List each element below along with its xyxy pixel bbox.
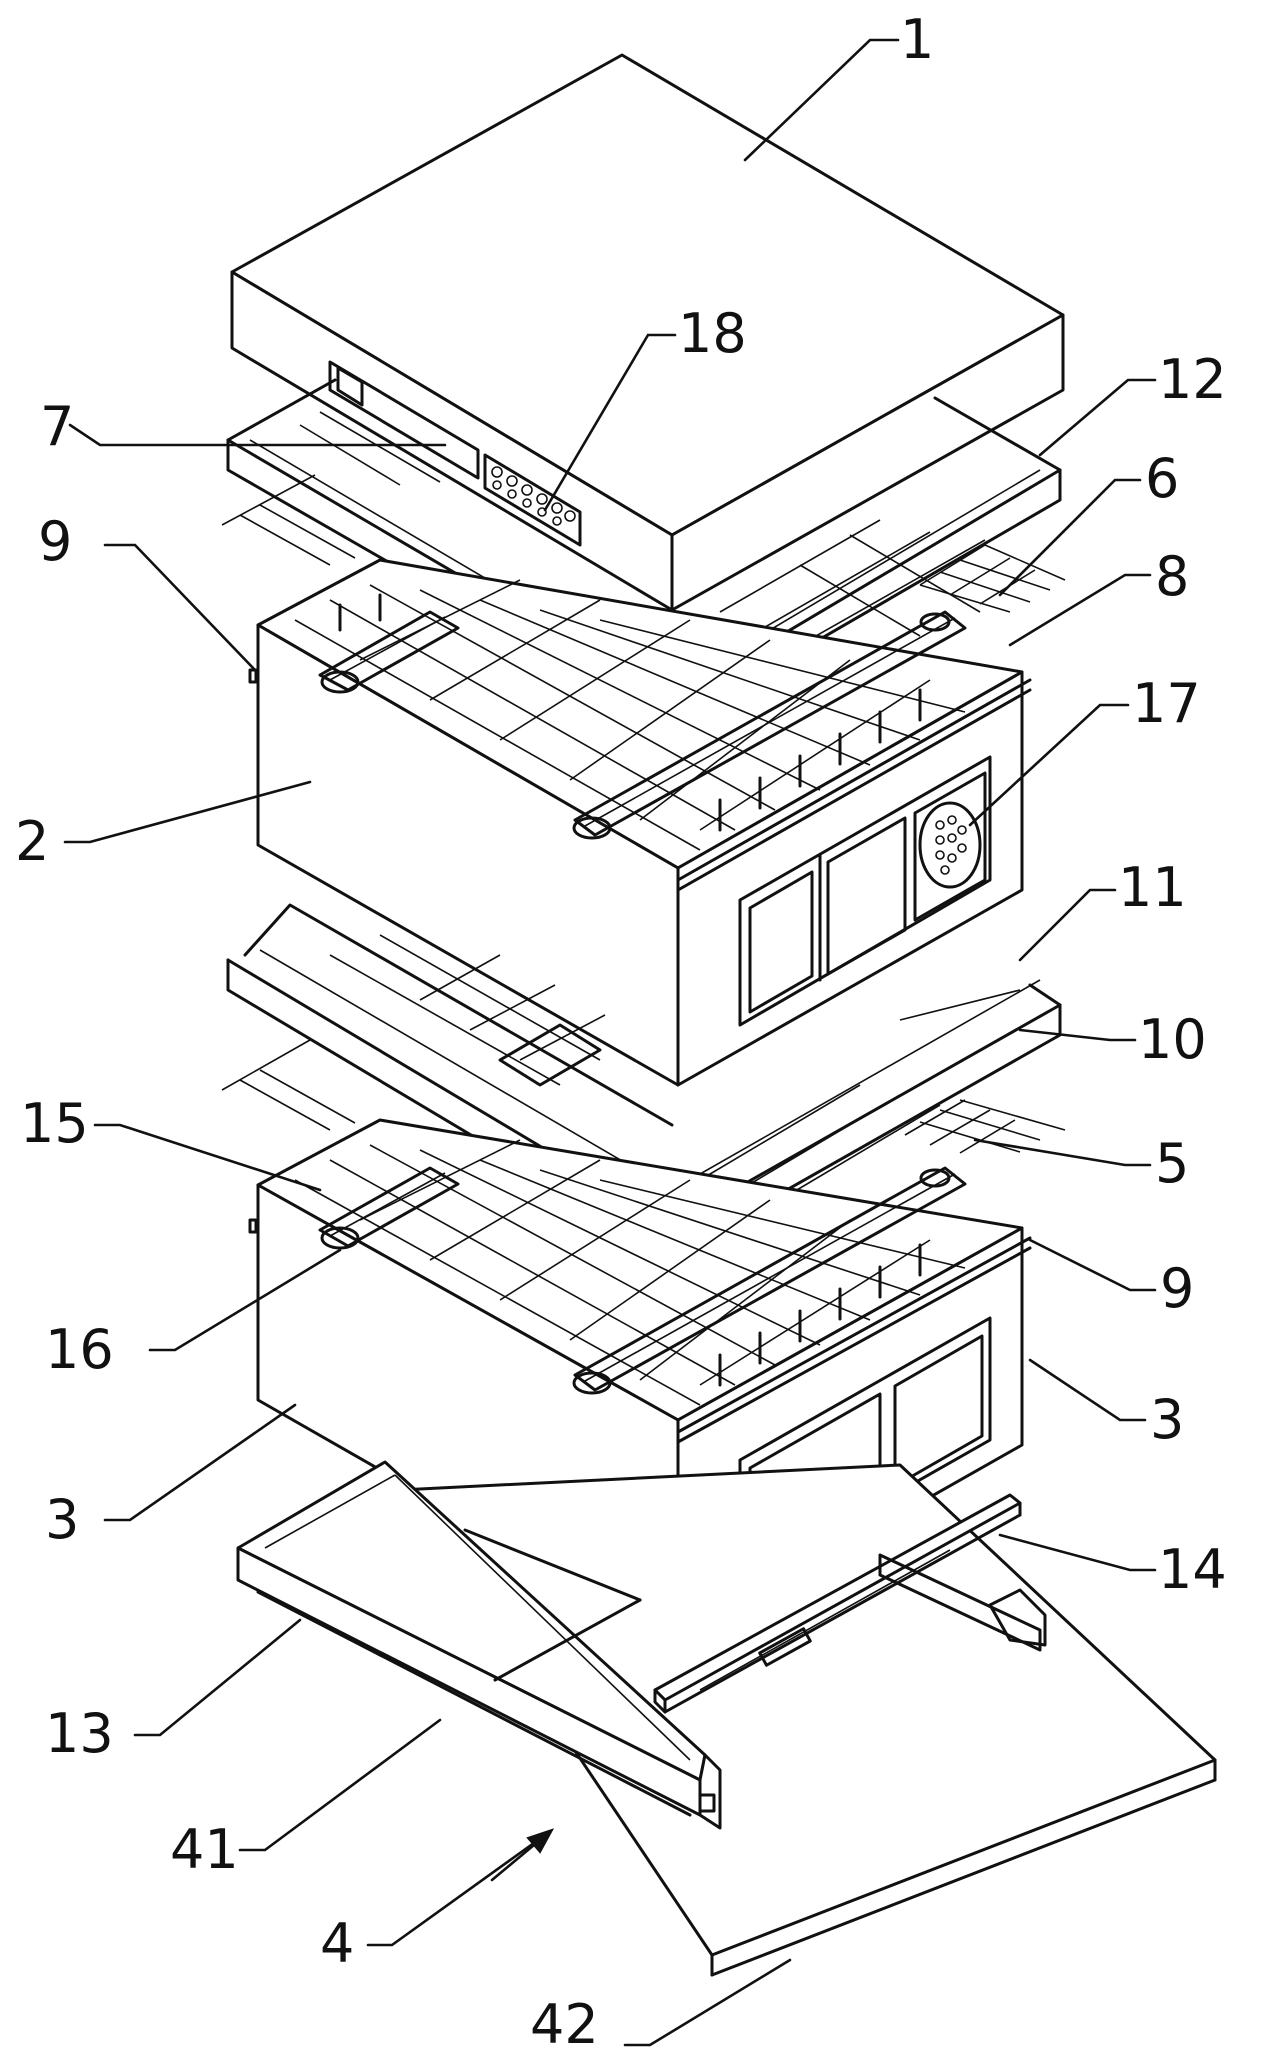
top-cover <box>230 53 1065 612</box>
label-11: 11 <box>1118 856 1187 919</box>
label-2: 2 <box>15 810 49 873</box>
label-8: 8 <box>1155 545 1189 608</box>
label-12: 12 <box>1158 348 1227 411</box>
label-6: 6 <box>1145 447 1179 510</box>
label-41: 41 <box>170 1818 239 1881</box>
label-5: 5 <box>1155 1132 1189 1195</box>
upper-mesh-screen <box>221 474 1066 613</box>
reference-labels: 1 18 12 7 6 9 8 17 2 11 10 15 5 9 16 3 3… <box>15 8 1227 2053</box>
assembly-arrow <box>490 1828 555 1882</box>
label-14: 14 <box>1158 1538 1227 1601</box>
label-18: 18 <box>678 302 747 365</box>
label-9-lower: 9 <box>1160 1257 1194 1320</box>
label-3-right: 3 <box>1150 1388 1184 1451</box>
label-17: 17 <box>1132 672 1201 735</box>
label-42: 42 <box>530 1993 599 2053</box>
upper-box <box>248 558 1032 1087</box>
label-13: 13 <box>45 1702 114 1765</box>
base-assembly <box>236 1460 1217 1977</box>
label-7: 7 <box>40 395 74 458</box>
label-16: 16 <box>45 1318 114 1381</box>
label-1: 1 <box>900 8 934 71</box>
label-10: 10 <box>1138 1008 1207 1071</box>
lower-mesh-screen <box>221 1039 1066 1154</box>
label-15: 15 <box>20 1092 89 1155</box>
label-3-left: 3 <box>45 1488 79 1551</box>
leader-lines <box>63 38 1157 2047</box>
label-9-upper: 9 <box>38 510 72 573</box>
label-4: 4 <box>320 1912 354 1975</box>
